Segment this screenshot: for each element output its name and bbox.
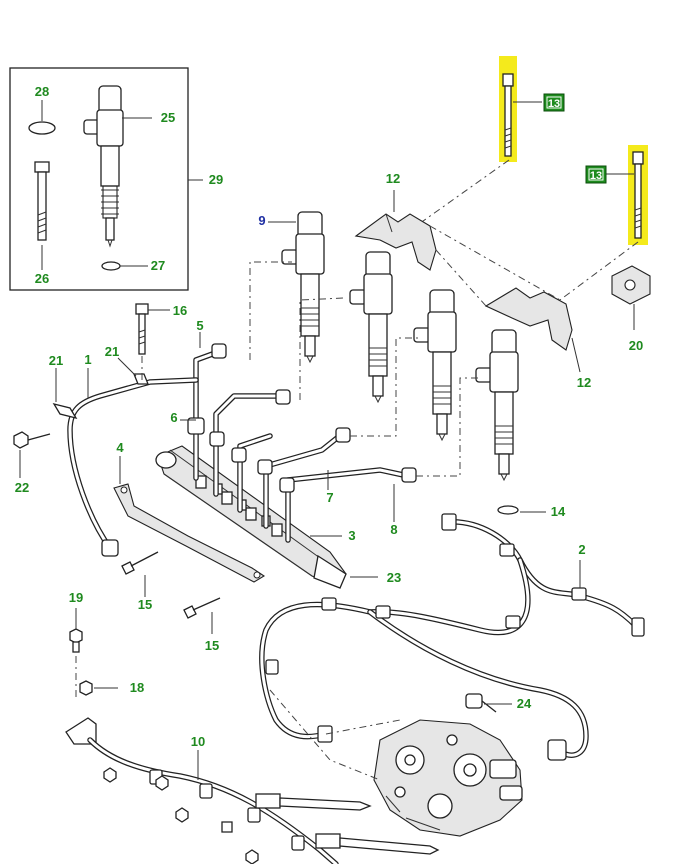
washer-27[interactable]	[101, 261, 121, 271]
nut-18[interactable]	[79, 680, 118, 696]
callout-22[interactable]: 22	[15, 480, 29, 495]
bolt-15-b[interactable]	[183, 597, 221, 619]
callout-21a[interactable]: 21	[49, 353, 63, 368]
fuel-pump[interactable]	[373, 719, 523, 837]
rail-bracket-4[interactable]	[113, 483, 266, 583]
injector-clamp-12-lower[interactable]	[484, 287, 573, 351]
callout-5[interactable]: 5	[196, 318, 203, 333]
sensor-24[interactable]	[465, 693, 512, 713]
callout-16[interactable]: 16	[173, 303, 187, 318]
high-pressure-pipes[interactable]	[187, 343, 417, 543]
washer-14[interactable]	[497, 505, 519, 515]
leak-off-pipe-1[interactable]	[52, 373, 199, 557]
badge-label-13b: 13	[590, 170, 602, 182]
callout-25[interactable]: 25	[161, 110, 175, 125]
inset-bolt-26[interactable]	[34, 161, 50, 241]
callout-7[interactable]: 7	[326, 490, 333, 505]
callout-12b[interactable]: 12	[577, 375, 591, 390]
callout-1[interactable]: 1	[84, 352, 91, 367]
highlight-bolt-13-top[interactable]	[499, 56, 542, 162]
o-ring-28[interactable]	[28, 121, 56, 135]
bolt-22[interactable]	[13, 431, 51, 478]
callout-9[interactable]: 9	[258, 213, 265, 228]
callout-28[interactable]: 28	[35, 84, 49, 99]
inset-injector-kit	[9, 67, 203, 291]
injector-2[interactable]	[349, 251, 393, 404]
injectors	[268, 211, 546, 515]
fuel-rail-3[interactable]	[155, 445, 347, 589]
callout-20[interactable]: 20	[629, 338, 643, 353]
highlight-badges: 13 13	[543, 93, 607, 184]
callout-24[interactable]: 24	[517, 696, 532, 711]
callout-15a[interactable]: 15	[138, 597, 152, 612]
highlight-bolt-13-right[interactable]	[606, 145, 648, 245]
badge-label-13a: 13	[548, 98, 560, 110]
badge-13b[interactable]: 13	[585, 165, 607, 184]
callout-15b[interactable]: 15	[205, 638, 219, 653]
callout-23[interactable]: 23	[387, 570, 401, 585]
spacer-block-20[interactable]	[611, 265, 651, 330]
injector-4[interactable]	[475, 329, 519, 482]
callout-18[interactable]: 18	[130, 680, 144, 695]
injector-1[interactable]	[281, 211, 325, 364]
bolt-15-a[interactable]	[121, 551, 159, 575]
callout-labels: 28 25 29 26 27 9 12 12 20 16 5 21 1 21 6 22 4 7 8 14 3 2 23 15 1…	[15, 84, 643, 749]
callout-14[interactable]: 14	[551, 504, 566, 519]
callout-10[interactable]: 10	[191, 734, 205, 749]
callout-3[interactable]: 3	[348, 528, 355, 543]
callout-29[interactable]: 29	[209, 172, 223, 187]
callout-26[interactable]: 26	[35, 271, 49, 286]
badge-13a[interactable]: 13	[543, 93, 565, 112]
glow-plugs[interactable]	[103, 767, 440, 864]
inset-frame	[9, 67, 189, 291]
wiring-harness-2[interactable]	[259, 513, 645, 761]
callout-8[interactable]: 8	[390, 522, 397, 537]
callout-6[interactable]: 6	[170, 410, 177, 425]
glow-plug-harness-10[interactable]	[65, 717, 339, 864]
bolt-16[interactable]	[135, 303, 170, 355]
inset-injector-25[interactable]	[83, 85, 124, 248]
bolt-19[interactable]	[69, 608, 83, 653]
callout-2[interactable]: 2	[578, 542, 585, 557]
callout-4[interactable]: 4	[116, 440, 124, 455]
injector-clamp-12-upper[interactable]	[354, 213, 437, 271]
callout-21b[interactable]: 21	[105, 344, 119, 359]
callout-19[interactable]: 19	[69, 590, 83, 605]
injector-3[interactable]	[413, 289, 457, 442]
callout-12a[interactable]: 12	[386, 171, 400, 186]
callout-27[interactable]: 27	[151, 258, 165, 273]
